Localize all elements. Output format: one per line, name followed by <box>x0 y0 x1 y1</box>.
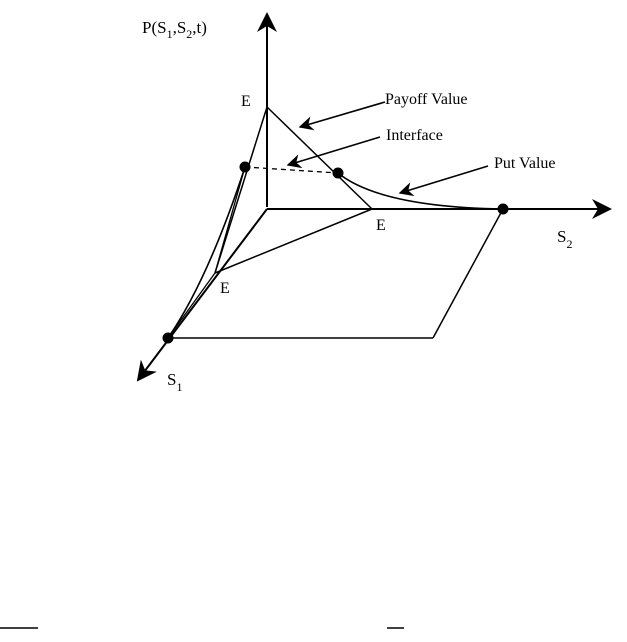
put-value-curve-right <box>338 173 503 209</box>
interface-label: Interface <box>386 127 443 144</box>
s2-axis-label: S2 <box>557 227 572 251</box>
interface-point-right <box>333 168 344 179</box>
interface-point-left <box>240 162 251 173</box>
e-label-right: E <box>376 217 386 234</box>
e-label-top: E <box>241 93 251 110</box>
s2-boundary-point <box>498 204 509 215</box>
base-right-edge <box>433 209 503 338</box>
put-value-label: Put Value <box>494 155 555 172</box>
put-arrow <box>400 166 488 193</box>
vertical-axis-label: P(S1,S2,t) <box>142 18 207 41</box>
s1-boundary-point <box>163 333 174 344</box>
payoff-edge-top-left <box>215 107 267 273</box>
payoff-value-label: Payoff Value <box>385 91 468 108</box>
put-value-left-edge-b <box>168 273 215 338</box>
s1-axis <box>138 209 267 380</box>
payoff-edge-bottom <box>215 209 372 273</box>
s1-axis-label: S1 <box>167 370 182 394</box>
payoff-arrow <box>300 102 385 127</box>
payoff-edge-top-right <box>267 107 372 209</box>
interface-line <box>245 167 338 173</box>
e-label-left: E <box>220 280 230 297</box>
